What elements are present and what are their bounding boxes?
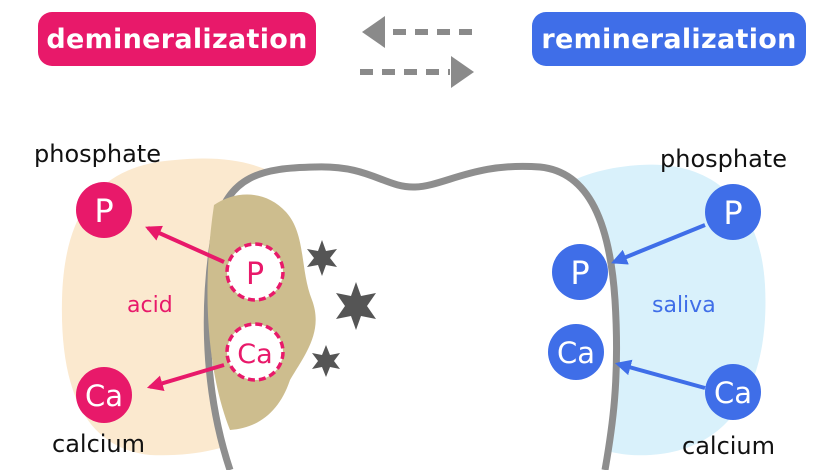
arrow-calcium-in [614,359,706,390]
demineralization-label: demineralization [38,12,316,66]
left-calcium-label: calcium [52,430,146,458]
star-icon [307,240,337,276]
saliva-phosphate-ion [705,184,761,240]
star-icon [312,345,340,377]
arrow-phosphate-in [611,223,706,265]
left-phosphate-label: phosphate [34,140,161,168]
phosphate-ion-symbol: P [94,192,113,230]
left-arrow-icon [362,16,472,48]
calcium-ion-symbol: Ca [85,379,123,413]
acid-label: acid [127,293,173,318]
calcium-ion [76,367,132,423]
saliva-calcium-ion [705,364,761,420]
enamel-phosphate-symbol: P [246,257,264,292]
enamel-calcium-symbol: Ca [237,339,272,370]
phosphate-ion [76,182,132,238]
right-phosphate-label: phosphate [660,145,787,173]
saliva-calcium-symbol: Ca [714,376,752,410]
enamel-phosphate-ion [225,242,285,302]
remineralized-phosphate-ion [552,244,608,300]
remineralized-calcium-symbol: Ca [557,336,595,370]
right-calcium-label: calcium [682,432,776,460]
remineralized-phosphate-symbol: P [570,254,589,292]
remineralized-calcium-ion [548,324,604,380]
enamel-calcium-ion [225,322,285,382]
remineralization-label: remineralization [532,12,806,66]
arrow-phosphate-out [145,225,225,264]
arrow-calcium-out [146,363,225,392]
saliva-label: saliva [652,293,716,318]
star-icon [336,282,376,330]
saliva-phosphate-symbol: P [723,194,742,232]
right-arrow-icon [360,56,474,88]
